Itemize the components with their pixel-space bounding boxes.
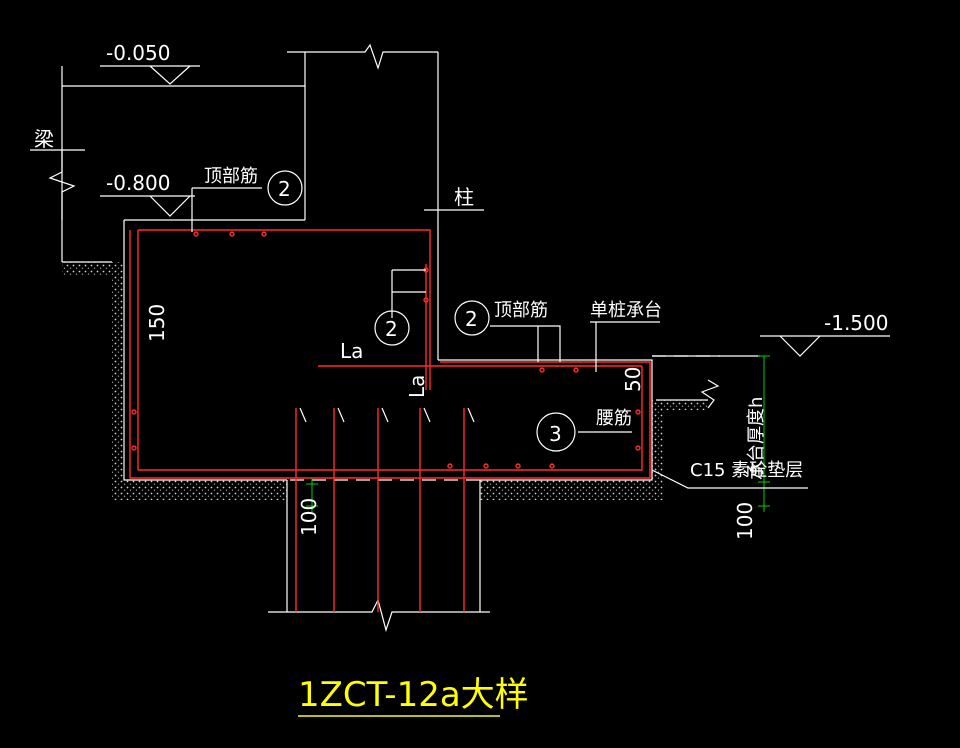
dim-50-label: 50 bbox=[621, 367, 645, 392]
leader-lines bbox=[191, 187, 808, 489]
cushion-layer bbox=[62, 262, 708, 500]
beam-label: 梁 bbox=[34, 127, 54, 151]
elevation-cap-top-label: -1.500 bbox=[824, 311, 888, 335]
drawing-title: 1ZCT-12a大样 bbox=[298, 675, 529, 715]
text-labels: -0.050 -0.800 -1.500 梁 柱 顶部筋 顶部筋 2 2 2 3… bbox=[34, 41, 888, 540]
concrete-outlines bbox=[30, 43, 760, 633]
title-block: 1ZCT-12a大样 bbox=[298, 675, 529, 717]
callout-3-number: 3 bbox=[549, 422, 562, 446]
column-label: 柱 bbox=[454, 185, 474, 209]
la-horizontal-label: La bbox=[340, 339, 363, 363]
elevation-marks bbox=[100, 65, 890, 357]
top-rebar-label-2: 顶部筋 bbox=[494, 300, 548, 321]
dim-100-left-label: 100 bbox=[297, 498, 321, 536]
rebar-group bbox=[129, 229, 651, 612]
dimension-lines bbox=[306, 355, 770, 512]
top-rebar-label-1: 顶部筋 bbox=[204, 166, 258, 187]
single-pile-cap-label: 单桩承台 bbox=[590, 300, 662, 321]
elevation-beam-bottom-label: -0.800 bbox=[106, 171, 170, 195]
callout-2a-number: 2 bbox=[278, 177, 291, 201]
cap-height-label: 承台厚度h bbox=[746, 397, 767, 480]
waist-rebar-label: 腰筋 bbox=[596, 408, 632, 429]
elevation-top-label: -0.050 bbox=[106, 41, 170, 65]
callout-2b-number: 2 bbox=[385, 317, 398, 341]
callouts bbox=[267, 170, 576, 452]
dim-100-right-label: 100 bbox=[733, 502, 757, 540]
la-vertical-label: La bbox=[405, 375, 429, 398]
dim-150-label: 150 bbox=[145, 304, 169, 342]
cushion-label: C15 素砼垫层 bbox=[690, 460, 803, 481]
callout-2c-number: 2 bbox=[465, 307, 478, 331]
